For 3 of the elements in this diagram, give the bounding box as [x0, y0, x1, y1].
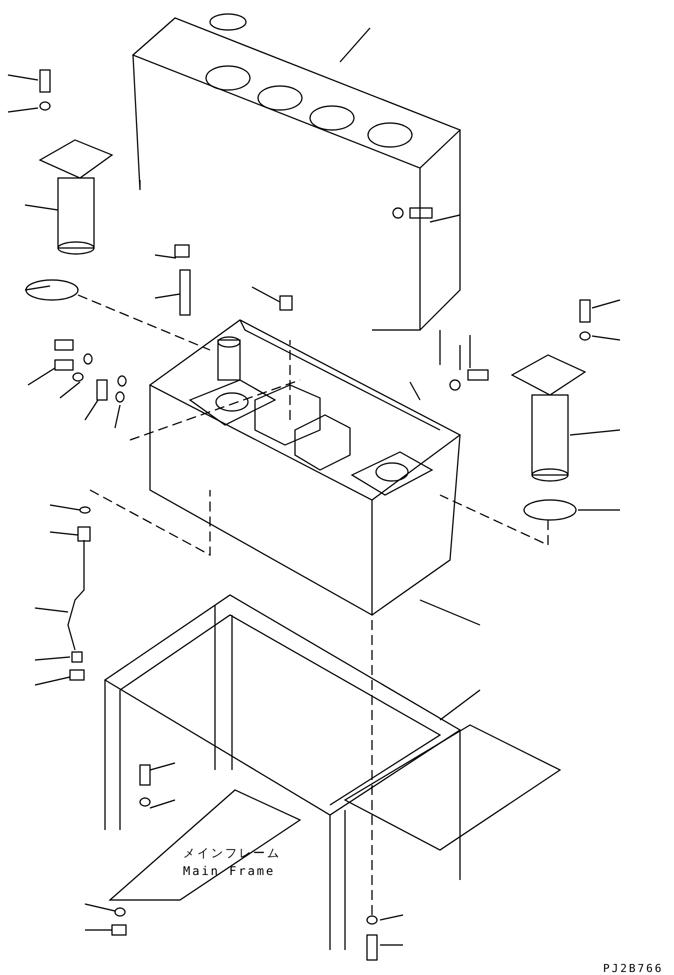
part-label: メインフレーム	[183, 846, 281, 860]
part-label: Main Frame	[183, 864, 276, 878]
drawing-number: PJ2B766	[603, 962, 664, 975]
